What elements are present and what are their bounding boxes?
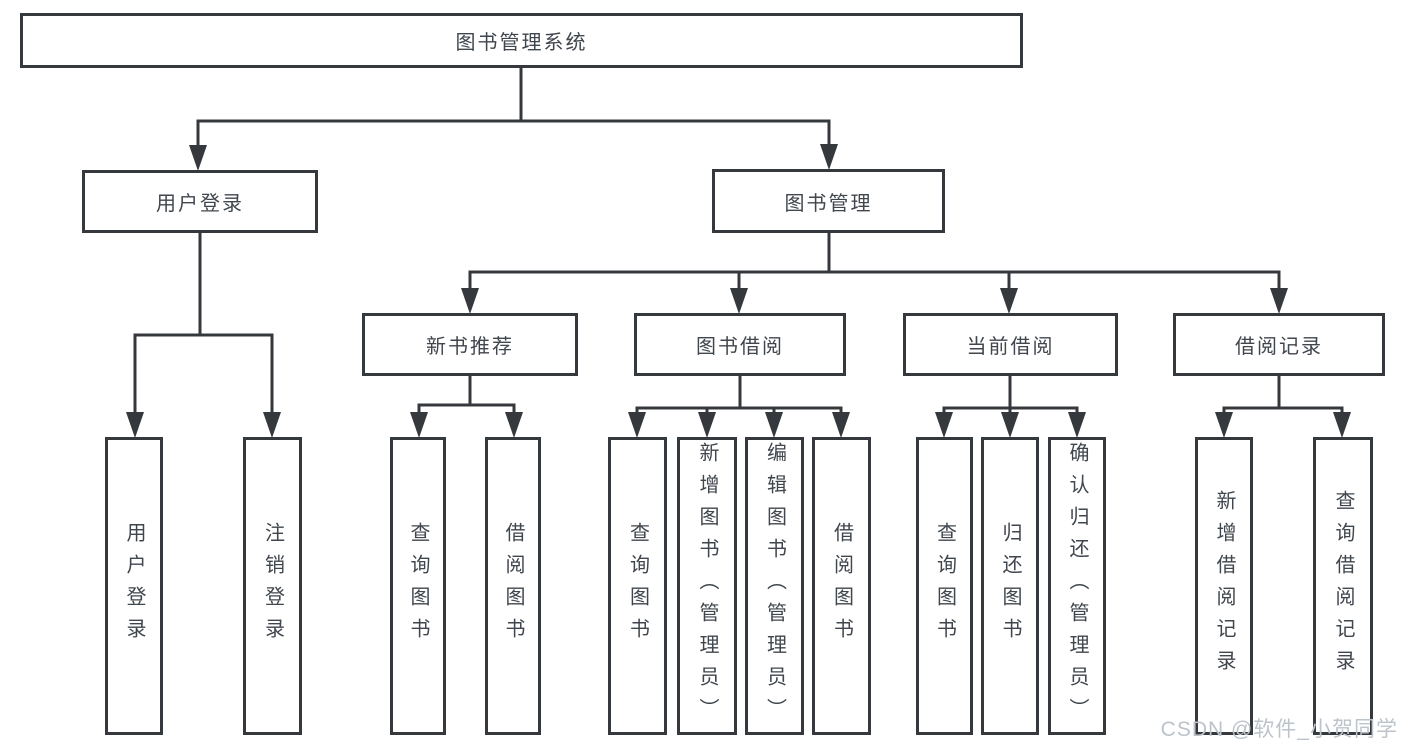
- leaf-user-login-label: 用户登录: [123, 522, 145, 650]
- leaf-nb-borrow-books-label: 借阅图书: [502, 522, 524, 650]
- leaf-bb-add-books-admin: 新增图书（管理员）: [677, 437, 737, 735]
- leaf-nb-query-books-label: 查询图书: [407, 522, 429, 650]
- leaf-nb-query-books: 查询图书: [390, 437, 446, 735]
- node-library-system: 图书管理系统: [20, 13, 1023, 68]
- node-borrow-records-label: 借阅记录: [1235, 336, 1323, 358]
- leaf-bb-query-books: 查询图书: [608, 437, 667, 735]
- node-new-book-recommend: 新书推荐: [362, 313, 578, 376]
- node-book-management-label: 图书管理: [784, 192, 873, 215]
- arrowheads: [126, 144, 1351, 438]
- node-user-login: 用户登录: [82, 170, 318, 233]
- leaf-cb-confirm-return-admin: 确认归还（管理员）: [1048, 437, 1106, 735]
- leaf-user-login: 用户登录: [105, 437, 163, 735]
- node-library-system-label: 图书管理系统: [455, 32, 588, 54]
- node-book-management: 图书管理: [712, 169, 945, 233]
- leaf-cb-query-books-label: 查询图书: [933, 522, 956, 650]
- node-borrow-records: 借阅记录: [1173, 313, 1385, 376]
- leaf-bb-borrow-books-label: 借阅图书: [830, 522, 853, 650]
- node-current-borrow-label: 当前借阅: [966, 336, 1055, 358]
- watermark: CSDN @软件_小贺同学: [1160, 718, 1398, 741]
- leaf-cb-return-books: 归还图书: [981, 437, 1039, 735]
- node-book-borrow-label: 图书借阅: [696, 336, 784, 358]
- leaf-cb-confirm-return-admin-label: 确认归还（管理员）: [1066, 442, 1088, 730]
- leaf-cb-return-books-label: 归还图书: [999, 522, 1021, 650]
- leaf-nb-borrow-books: 借阅图书: [485, 437, 541, 735]
- leaf-bb-add-books-admin-label: 新增图书（管理员）: [696, 442, 718, 730]
- leaf-logout: 注销登录: [243, 437, 302, 735]
- leaf-br-add-record: 新增借阅记录: [1195, 437, 1253, 735]
- leaf-bb-edit-books-admin-label: 编辑图书（管理员）: [763, 442, 786, 730]
- leaf-bb-edit-books-admin: 编辑图书（管理员）: [745, 437, 804, 735]
- leaf-bb-borrow-books: 借阅图书: [812, 437, 871, 735]
- node-user-login-label: 用户登录: [156, 193, 244, 215]
- leaf-br-query-record: 查询借阅记录: [1313, 437, 1373, 735]
- node-new-book-recommend-label: 新书推荐: [426, 336, 514, 358]
- leaf-bb-query-books-label: 查询图书: [626, 522, 649, 650]
- leaf-logout-label: 注销登录: [261, 522, 284, 650]
- leaf-br-add-record-label: 新增借阅记录: [1213, 490, 1235, 682]
- leaf-cb-query-books: 查询图书: [916, 437, 973, 735]
- leaf-br-query-record-label: 查询借阅记录: [1332, 490, 1354, 682]
- node-book-borrow: 图书借阅: [634, 313, 846, 376]
- node-current-borrow: 当前借阅: [903, 313, 1118, 376]
